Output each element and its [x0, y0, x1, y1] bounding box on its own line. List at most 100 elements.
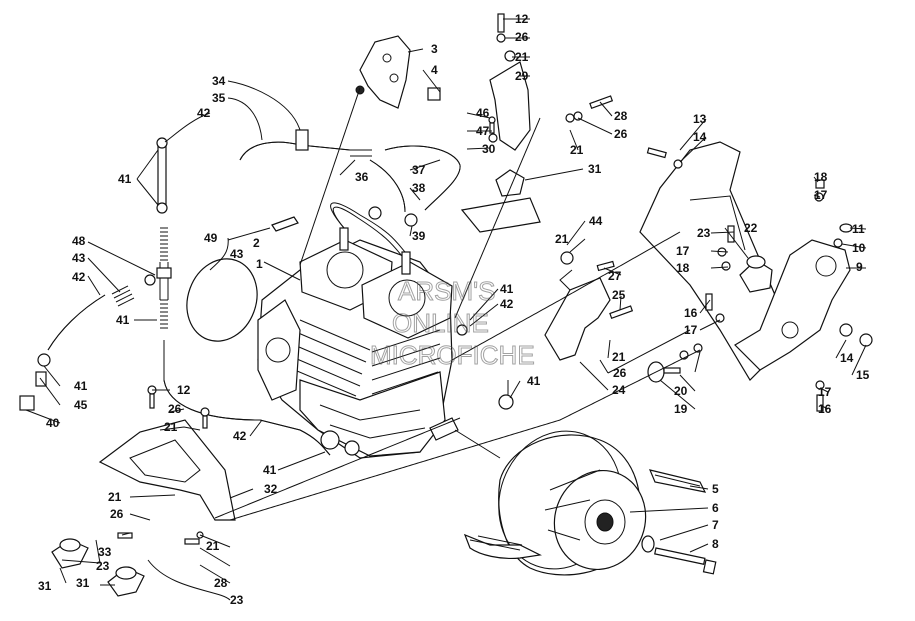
callout-33: 33	[98, 545, 112, 559]
callout-47: 47	[476, 124, 490, 138]
fitting-40	[19, 395, 35, 411]
rear-mount-29	[460, 13, 541, 233]
part-3-bracket	[355, 35, 441, 109]
alignment-lines	[214, 87, 701, 521]
svg-text:ONLINE: ONLINE	[392, 308, 489, 338]
callout-42: 42	[500, 297, 514, 311]
callout-38: 38	[412, 181, 426, 195]
callout-26: 26	[110, 507, 124, 521]
hose-37	[384, 145, 461, 211]
callout-49: 49	[204, 231, 218, 245]
callout-41: 41	[263, 463, 277, 477]
callout-37: 37	[412, 163, 426, 177]
callout-34: 34	[212, 74, 226, 88]
callout-19: 19	[674, 402, 688, 416]
bolt-8	[641, 535, 717, 575]
callout-11: 11	[852, 222, 865, 236]
engine-assembly	[257, 202, 459, 459]
hose-42-left	[47, 294, 106, 351]
callout-21: 21	[515, 50, 529, 64]
front-mount-left	[98, 385, 236, 521]
callout-22: 22	[744, 221, 758, 235]
callout-45: 45	[74, 398, 88, 412]
callout-14: 14	[693, 130, 707, 144]
bolt-28	[488, 95, 614, 143]
callout-26: 26	[614, 127, 628, 141]
svg-text:ARSM'S: ARSM'S	[398, 276, 495, 306]
hose-35	[239, 141, 351, 161]
callout-43: 43	[72, 251, 86, 265]
clamp-34	[295, 129, 309, 151]
clamp-41	[37, 353, 51, 367]
watermark: ARSM'S ONLINE MICROFICHE	[370, 276, 536, 371]
callout-21: 21	[164, 420, 178, 434]
callout-39: 39	[412, 229, 426, 243]
callout-43: 43	[230, 247, 244, 261]
callout-23: 23	[96, 559, 110, 573]
callout-18: 18	[814, 170, 828, 184]
callout-28: 28	[614, 109, 628, 123]
callout-26: 26	[515, 30, 529, 44]
callout-20: 20	[674, 384, 688, 398]
callout-44: 44	[589, 214, 603, 228]
leader-lines	[25, 18, 867, 601]
callout-23: 23	[230, 593, 244, 607]
filter-49	[186, 258, 258, 342]
callout-12: 12	[515, 12, 529, 26]
callout-10: 10	[852, 241, 866, 255]
callout-4: 4	[431, 63, 438, 77]
callout-15: 15	[856, 368, 870, 382]
clamp-38	[368, 206, 382, 220]
callout-9: 9	[856, 260, 863, 274]
callout-35: 35	[212, 91, 226, 105]
callout-31: 31	[76, 576, 90, 590]
callout-18: 18	[676, 261, 690, 275]
bolts-lower-left	[117, 531, 204, 545]
gasket-2	[271, 216, 299, 232]
callout-6: 6	[712, 501, 719, 515]
callout-26: 26	[168, 402, 182, 416]
callout-17: 17	[676, 244, 690, 258]
tee-41	[156, 267, 172, 279]
callout-40: 40	[46, 416, 60, 430]
callout-3: 3	[431, 42, 438, 56]
callout-25: 25	[612, 288, 626, 302]
clutch-assembly	[498, 430, 647, 576]
callout-17: 17	[814, 188, 828, 202]
callout-labels: 1234567891011121213141415161617171717181…	[38, 12, 870, 607]
callout-16: 16	[818, 402, 832, 416]
callout-8: 8	[712, 537, 719, 551]
callout-17: 17	[684, 323, 698, 337]
hose-38	[369, 159, 406, 213]
clamp-39	[404, 213, 418, 227]
callout-14: 14	[840, 351, 854, 365]
callout-48: 48	[72, 234, 86, 248]
callout-21: 21	[555, 232, 569, 246]
callout-30: 30	[482, 142, 496, 156]
callout-2: 2	[253, 236, 260, 250]
callout-41: 41	[74, 379, 88, 393]
callout-28: 28	[214, 576, 228, 590]
callout-24: 24	[612, 383, 626, 397]
callout-42: 42	[197, 106, 211, 120]
callout-32: 32	[264, 482, 278, 496]
callout-13: 13	[693, 112, 707, 126]
callout-16: 16	[684, 306, 698, 320]
callout-42: 42	[233, 429, 247, 443]
fitting-36	[350, 149, 372, 157]
callout-41: 41	[118, 172, 132, 186]
callout-41: 41	[527, 374, 541, 388]
callout-12: 12	[177, 383, 191, 397]
fitting-48	[144, 274, 156, 286]
callout-41: 41	[500, 282, 514, 296]
spring-43	[111, 227, 168, 329]
callout-26: 26	[613, 366, 627, 380]
engine-mount-24	[544, 251, 634, 361]
callout-23: 23	[697, 226, 711, 240]
callout-29: 29	[515, 69, 529, 83]
callout-21: 21	[570, 143, 584, 157]
callout-42: 42	[72, 270, 86, 284]
rubber-mount-22	[739, 255, 773, 293]
